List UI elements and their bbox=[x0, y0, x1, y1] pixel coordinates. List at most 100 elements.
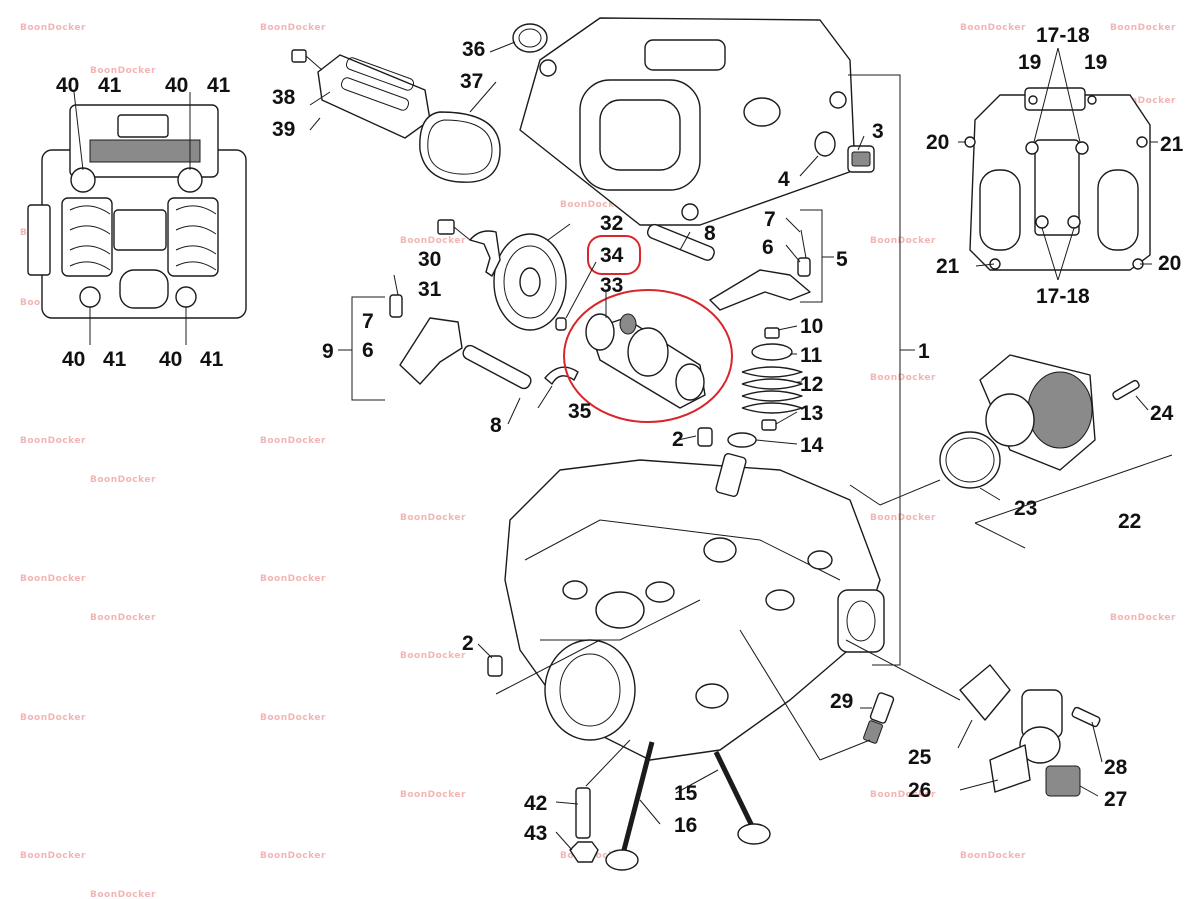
callout-labels: 1 2 2 3 4 5 6 6 7 7 8 8 9 10 11 12 13 14… bbox=[56, 24, 1184, 845]
callout-2: 2 bbox=[462, 632, 474, 655]
watermark: BoonDocker bbox=[400, 651, 466, 661]
callout-3: 3 bbox=[872, 120, 884, 143]
dowel-pin bbox=[555, 317, 567, 331]
callout-8: 8 bbox=[704, 222, 716, 245]
callout-19: 19 bbox=[1084, 51, 1107, 74]
watermark: BoonDocker bbox=[260, 713, 326, 723]
callout-16: 16 bbox=[674, 814, 697, 837]
watermark: BoonDocker bbox=[400, 513, 466, 523]
cover-plate bbox=[291, 49, 431, 139]
callout-23: 23 bbox=[1014, 497, 1037, 520]
watermark: BoonDocker bbox=[870, 373, 936, 383]
callout-27: 27 bbox=[1104, 788, 1127, 811]
watermark: BoonDocker bbox=[1110, 96, 1176, 106]
callout-40: 40 bbox=[62, 348, 85, 371]
callout-1: 1 bbox=[918, 340, 930, 363]
callout-43: 43 bbox=[524, 822, 547, 845]
callout-29: 29 bbox=[830, 690, 853, 713]
camshaft bbox=[585, 313, 706, 409]
callout-5: 5 bbox=[836, 248, 848, 271]
watermark: BoonDocker bbox=[20, 851, 86, 861]
callout-9: 9 bbox=[322, 340, 334, 363]
callout-4: 4 bbox=[778, 168, 790, 191]
callout-40: 40 bbox=[56, 74, 79, 97]
stud bbox=[575, 787, 591, 839]
callout-40: 40 bbox=[165, 74, 188, 97]
callout-21: 21 bbox=[936, 255, 960, 278]
callout-34: 34 bbox=[600, 244, 624, 267]
head-top-view bbox=[27, 91, 247, 345]
watermark: BoonDocker bbox=[90, 613, 156, 623]
callout-32: 32 bbox=[600, 212, 623, 235]
rocker-arm-right bbox=[646, 223, 811, 311]
callout-41: 41 bbox=[98, 74, 122, 97]
camshaft-highlight bbox=[563, 289, 733, 423]
watermark: BoonDocker bbox=[260, 851, 326, 861]
watermark: BoonDocker bbox=[20, 713, 86, 723]
nut bbox=[569, 841, 599, 863]
cam-sprocket bbox=[493, 233, 567, 331]
bracket bbox=[437, 219, 501, 277]
rocker-arm-left bbox=[389, 274, 532, 390]
watermark: BoonDocker bbox=[260, 23, 326, 33]
callout-12: 12 bbox=[800, 373, 823, 396]
leader-lines bbox=[309, 41, 1158, 851]
callout-37: 37 bbox=[460, 70, 483, 93]
watermark: BoonDocker bbox=[1110, 23, 1176, 33]
watermark: BoonDocker bbox=[870, 790, 936, 800]
callout-17-18: 17-18 bbox=[1036, 285, 1090, 308]
callout-30: 30 bbox=[418, 248, 441, 271]
intake-manifold bbox=[939, 354, 1173, 549]
callout-26: 26 bbox=[908, 779, 931, 802]
callout-42: 42 bbox=[524, 792, 547, 815]
watermark: BoonDocker bbox=[90, 475, 156, 485]
valve-spring-stack bbox=[727, 327, 803, 448]
callout-20: 20 bbox=[1158, 252, 1181, 275]
callout-41: 41 bbox=[207, 74, 231, 97]
callout-21: 21 bbox=[1160, 133, 1184, 156]
watermark: BoonDocker bbox=[400, 790, 466, 800]
callout-7: 7 bbox=[764, 208, 776, 231]
callout-20: 20 bbox=[926, 131, 949, 154]
watermark: BoonDocker bbox=[260, 436, 326, 446]
callout-6: 6 bbox=[762, 236, 774, 259]
callout-19: 19 bbox=[1018, 51, 1041, 74]
callout-33: 33 bbox=[600, 274, 623, 297]
callout-15: 15 bbox=[674, 782, 698, 805]
cover-front-view bbox=[964, 47, 1151, 281]
gasket bbox=[419, 111, 501, 183]
watermark: BoonDocker bbox=[20, 23, 86, 33]
watermark-layer: BoonDocker BoonDocker BoonDocker BoonDoc… bbox=[20, 23, 1176, 899]
callout-17-18: 17-18 bbox=[1036, 24, 1090, 47]
watermark: BoonDocker bbox=[90, 66, 156, 76]
valves bbox=[605, 741, 771, 871]
watermark: BoonDocker bbox=[560, 200, 626, 210]
spark-plug bbox=[863, 692, 895, 744]
part-34-highlight bbox=[587, 235, 641, 275]
callout-41: 41 bbox=[103, 348, 127, 371]
watermark: BoonDocker bbox=[400, 236, 466, 246]
callout-31: 31 bbox=[418, 278, 442, 301]
o-ring bbox=[512, 23, 548, 53]
watermark: BoonDocker bbox=[20, 574, 86, 584]
callout-6: 6 bbox=[362, 339, 374, 362]
watermark: BoonDocker bbox=[870, 236, 936, 246]
callout-13: 13 bbox=[800, 402, 823, 425]
watermark: BoonDocker bbox=[960, 851, 1026, 861]
thermostat-housing bbox=[959, 664, 1101, 797]
plug bbox=[814, 131, 875, 173]
cylinder-head bbox=[504, 453, 885, 761]
callout-22: 22 bbox=[1118, 510, 1141, 533]
callout-2: 2 bbox=[672, 428, 684, 451]
watermark: BoonDocker bbox=[90, 890, 156, 899]
callout-14: 14 bbox=[800, 434, 824, 457]
callout-28: 28 bbox=[1104, 756, 1128, 779]
callout-41: 41 bbox=[200, 348, 224, 371]
callout-7: 7 bbox=[362, 310, 374, 333]
callout-35: 35 bbox=[568, 400, 592, 423]
circlip bbox=[544, 366, 579, 385]
callout-10: 10 bbox=[800, 315, 823, 338]
callout-36: 36 bbox=[462, 38, 485, 61]
callout-11: 11 bbox=[800, 344, 823, 367]
